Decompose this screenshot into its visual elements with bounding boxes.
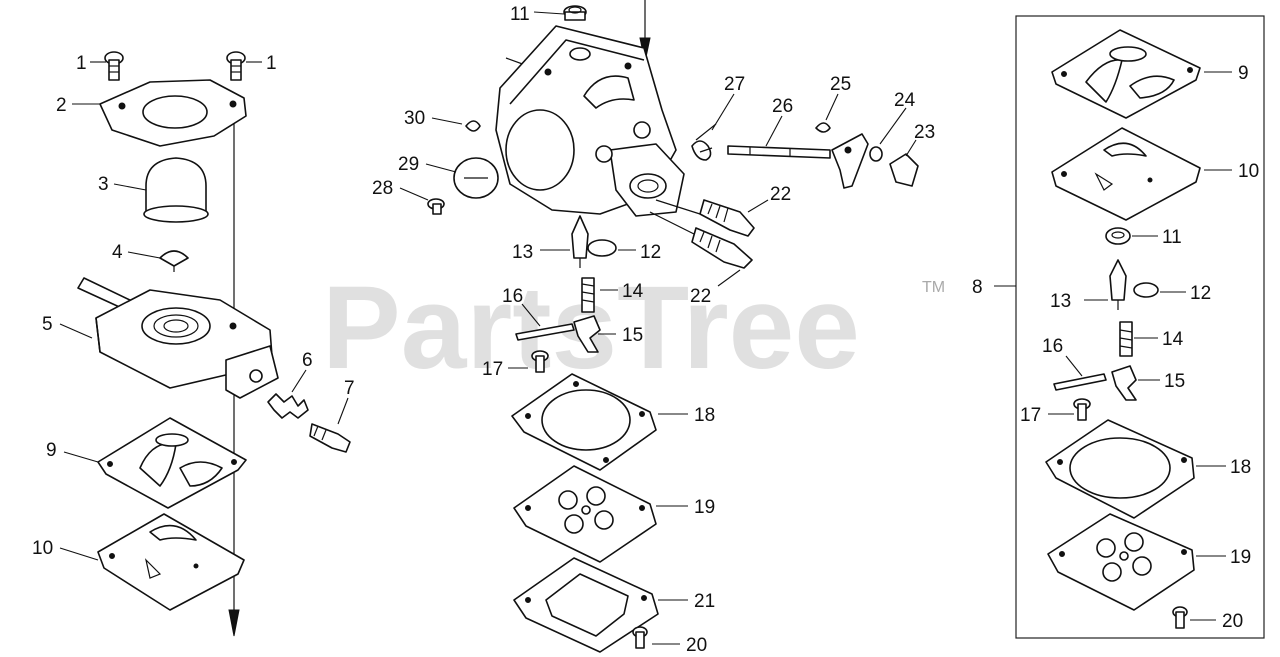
callout-8-kit: 8	[972, 277, 983, 298]
callout-9-kit: 9	[1238, 63, 1249, 84]
callout-14-kit: 14	[1162, 329, 1184, 350]
throttle-shaft-part-26[interactable]	[727, 145, 831, 159]
callout-14: 14	[622, 281, 644, 302]
callout-27: 27	[724, 74, 745, 95]
spring-part-14[interactable]	[581, 277, 595, 313]
callout-7: 7	[344, 378, 355, 399]
cap-part-11[interactable]	[563, 5, 587, 21]
callout-13: 13	[512, 242, 533, 263]
cover-plate-part-2[interactable]	[99, 79, 247, 147]
callout-10-left: 10	[32, 538, 53, 559]
callout-20-kit: 20	[1222, 611, 1243, 632]
callout-19: 19	[694, 497, 715, 518]
kit-spring-part-14[interactable]	[1119, 321, 1133, 357]
gasket-part-9-left[interactable]	[97, 417, 247, 509]
throttle-disc-part-29[interactable]	[453, 157, 499, 199]
callout-22a: 22	[770, 184, 791, 205]
clip-part-30[interactable]	[465, 120, 481, 132]
callout-19-kit: 19	[1230, 547, 1251, 568]
kit-screw-part-20[interactable]	[1172, 606, 1188, 629]
callout-25: 25	[830, 74, 851, 95]
callout-17-kit: 17	[1020, 405, 1041, 426]
callout-11-kit: 11	[1162, 227, 1182, 248]
callout-24: 24	[894, 90, 916, 111]
nut-part-23[interactable]	[889, 153, 919, 187]
throttle-lever-part-24[interactable]	[831, 133, 869, 189]
diaphragm-part-19[interactable]	[513, 465, 657, 563]
check-valve-part-4[interactable]	[159, 250, 189, 272]
kit-outline	[1015, 15, 1265, 639]
callout-12-kit: 12	[1190, 283, 1211, 304]
callout-18-kit: 18	[1230, 457, 1251, 478]
kit-gasket-part-9[interactable]	[1051, 29, 1201, 119]
spring-part-27[interactable]	[691, 123, 717, 161]
callout-20: 20	[686, 635, 707, 656]
kit-gasket-part-18[interactable]	[1045, 419, 1195, 519]
trademark-mark: TM	[922, 279, 945, 296]
center-assembly	[399, 0, 919, 653]
callout-1b: 1	[266, 53, 277, 74]
screw-part-20[interactable]	[632, 626, 648, 649]
check-disc-part-12[interactable]	[587, 239, 617, 257]
left-assembly	[59, 51, 351, 637]
callout-30: 30	[404, 108, 425, 129]
callout-11: 11	[510, 4, 530, 25]
inlet-needle-part-13[interactable]	[571, 215, 589, 268]
adjust-screw-part-22b[interactable]	[691, 227, 753, 269]
gasket-part-18[interactable]	[511, 373, 657, 471]
callout-16-kit: 16	[1042, 336, 1063, 357]
screw-part-1a[interactable]	[104, 51, 124, 81]
kit-diaphragm-part-19[interactable]	[1047, 513, 1195, 611]
kit-screw-part-17[interactable]	[1073, 398, 1091, 421]
callout-4: 4	[112, 242, 123, 263]
callout-10-kit: 10	[1238, 161, 1259, 182]
callout-15: 15	[622, 325, 643, 346]
callout-5: 5	[42, 314, 53, 335]
callout-29: 29	[398, 154, 419, 175]
spring-part-6[interactable]	[267, 393, 309, 419]
repair-kit-box	[994, 15, 1265, 639]
callout-26: 26	[772, 96, 793, 117]
callout-22b: 22	[690, 286, 711, 307]
kit-needle-part-13[interactable]	[1109, 259, 1127, 310]
screw-part-28[interactable]	[427, 198, 445, 215]
callout-labels: 1 1 2 3 4 5 6 7 9 10 11 30 29 28 27 26 2…	[32, 4, 1259, 656]
callout-16: 16	[502, 286, 523, 307]
callout-17: 17	[482, 359, 503, 380]
pump-body-part-5[interactable]	[77, 277, 279, 399]
callout-3: 3	[98, 174, 109, 195]
adjust-needle-part-7[interactable]	[309, 423, 351, 453]
carburetor-body[interactable]	[495, 25, 685, 217]
kit-lever-part-15[interactable]	[1111, 365, 1137, 401]
kit-pin-part-16[interactable]	[1053, 373, 1107, 391]
callout-6: 6	[302, 350, 313, 371]
callout-18: 18	[694, 405, 715, 426]
washer-part-24[interactable]	[869, 146, 883, 162]
guide-arrow-left	[228, 609, 240, 637]
control-lever-part-15[interactable]	[573, 315, 601, 353]
clip-part-25[interactable]	[815, 122, 831, 133]
cover-gasket-part-21[interactable]	[513, 557, 659, 653]
kit-disc-part-12[interactable]	[1133, 282, 1159, 298]
callout-1a: 1	[76, 53, 87, 74]
callout-23: 23	[914, 122, 935, 143]
kit-cap-part-11[interactable]	[1105, 227, 1131, 245]
primer-bulb-part-3[interactable]	[143, 157, 209, 223]
diaphragm-part-10-left[interactable]	[97, 513, 245, 611]
callout-2: 2	[56, 95, 67, 116]
screw-part-1b[interactable]	[226, 51, 246, 81]
kit-diaphragm-part-10[interactable]	[1051, 127, 1201, 221]
callout-21: 21	[694, 591, 715, 612]
callout-13-kit: 13	[1050, 291, 1071, 312]
callout-15-kit: 15	[1164, 371, 1185, 392]
callout-28: 28	[372, 178, 393, 199]
screw-part-17[interactable]	[531, 350, 549, 373]
callout-12: 12	[640, 242, 661, 263]
adjust-screw-part-22a[interactable]	[699, 199, 755, 237]
callout-9-left: 9	[46, 440, 57, 461]
lever-pin-part-16[interactable]	[515, 323, 575, 341]
